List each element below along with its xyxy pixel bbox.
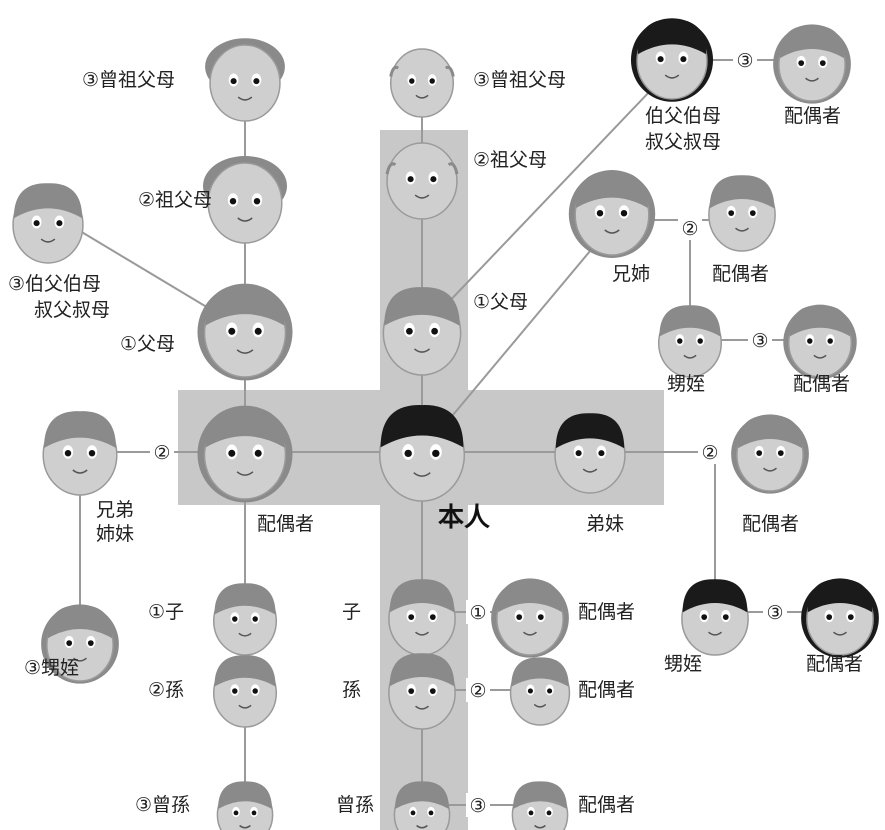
great-grandchild-spouse-degree: ③ [469, 795, 486, 817]
grandchild-spouse-degree: ② [469, 680, 486, 702]
spouse-child-label: ①子 [148, 601, 185, 623]
spouse-great-grandchild-label: ③曾孫 [135, 794, 191, 816]
younger-sib-spouse-degree: ② [701, 442, 718, 464]
spouse-sib-degree-bg [150, 440, 174, 464]
spouse-grandparents-label: ②祖父母 [138, 189, 213, 211]
older-nephew-spouse-face [783, 304, 857, 380]
father-great-grandparents-label: ③曾祖父母 [473, 69, 567, 91]
spouse-sib-degree: ② [153, 442, 170, 464]
spouse-great-grandparents-label: ③曾祖父母 [82, 69, 176, 91]
father-grandparents-face [385, 142, 459, 220]
child-spouse-degree: ① [469, 602, 486, 624]
father-uncles-label-2: 叔父叔母 [645, 131, 722, 153]
younger-siblings-spouse-label: 配偶者 [742, 513, 800, 535]
father-uncles-spouse-label: 配偶者 [784, 105, 842, 127]
spouse-uncles-label-1: ③伯父伯母 [8, 273, 102, 295]
spouse-grandchild-label: ②孫 [148, 679, 185, 701]
great-grandchild-spouse-degree-bg [466, 793, 490, 817]
father-parents-face [382, 287, 462, 376]
grandchild-spouse-degree-bg [466, 678, 490, 702]
spouse-grandparents-face [203, 156, 287, 244]
spouse-great-grandparents-face [205, 38, 285, 122]
grandchild-face [388, 653, 456, 730]
younger-siblings-spouse-face [731, 414, 809, 494]
spouse-parents-label: ①父母 [120, 333, 176, 355]
younger-sib-spouse-degree-bg [698, 440, 722, 464]
uncle-spouse-degree: ③ [736, 50, 753, 72]
older-nephew-face [657, 305, 723, 378]
spouse-label: 配偶者 [257, 513, 315, 535]
older-sib-spouse-degree-bg [678, 216, 702, 240]
younger-nephew-spouse-degree-bg [763, 600, 787, 624]
younger-nephew-face [681, 579, 749, 656]
child-spouse-face [491, 578, 569, 658]
spouse-great-grandchild-face [216, 781, 274, 830]
grandchild-spouse-face [509, 657, 571, 726]
grandchild-label: 孫 [342, 679, 362, 701]
father-great-grandparents-face [389, 48, 455, 118]
child-label: 子 [342, 601, 362, 623]
younger-nephew-spouse-face [801, 578, 879, 658]
father-uncles-face [630, 18, 714, 102]
spouse-siblings-label-2: 姉妹 [96, 523, 135, 545]
older-siblings-spouse-label: 配偶者 [712, 263, 770, 285]
father-grandparents-label: ②祖父母 [473, 149, 548, 171]
younger-nephew-label: 甥姪 [664, 653, 703, 675]
older-sib-spouse-degree: ② [681, 218, 698, 240]
older-nephew-spouse-label: 配偶者 [793, 373, 851, 395]
spouse-uncles-face [12, 183, 84, 264]
great-grandchild-face [393, 781, 451, 830]
spouse-face [197, 405, 293, 503]
self-label: 本人 [438, 503, 491, 533]
spouse-parents-face [197, 283, 293, 381]
younger-nephew-spouse-label: 配偶者 [806, 653, 864, 675]
older-siblings-label: 兄姉 [612, 263, 651, 285]
younger-siblings-label: 弟妹 [586, 513, 625, 535]
great-grandchild-label: 曾孫 [336, 794, 375, 816]
older-nephew-label: 甥姪 [667, 373, 706, 395]
spouse-nephew-face [41, 604, 119, 684]
older-siblings-spouse-face [708, 175, 776, 252]
younger-siblings-face [554, 413, 626, 494]
father-uncles-label-1: 伯父伯母 [645, 105, 722, 127]
grandchild-spouse-label: 配偶者 [578, 679, 636, 701]
spouse-uncles-label-2: 叔父叔母 [34, 299, 111, 321]
father-uncles-spouse-face [773, 24, 851, 104]
child-spouse-degree-bg [466, 600, 490, 624]
great-grandchild-spouse-face [511, 781, 569, 830]
child-face [388, 579, 456, 656]
younger-nephew-spouse-degree: ③ [766, 602, 783, 624]
father-parents-label: ①父母 [473, 291, 529, 313]
great-grandchild-spouse-label: 配偶者 [578, 794, 636, 816]
uncle-spouse-degree-bg [733, 48, 757, 72]
self-face [378, 405, 466, 502]
older-siblings-face [568, 170, 656, 258]
spouse-nephew-label: ③甥姪 [24, 657, 80, 679]
spouse-child-face [212, 583, 278, 656]
older-nephew-spouse-degree-bg [748, 328, 772, 352]
older-nephew-spouse-degree: ③ [751, 330, 768, 352]
child-spouse-label: 配偶者 [578, 601, 636, 623]
spouse-siblings-label-1: 兄弟 [96, 499, 135, 521]
spouse-siblings-face [42, 411, 118, 496]
spouse-grandchild-face [212, 655, 278, 728]
